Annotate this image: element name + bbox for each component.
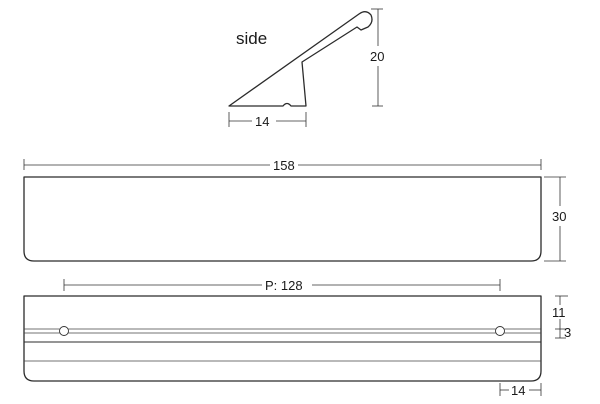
- end-offset-value: 14: [511, 383, 525, 398]
- mounting-hole-right: [495, 326, 505, 336]
- side-height-value: 20: [370, 49, 384, 64]
- bottom-view-outline: [23, 295, 542, 382]
- bottom-view: P: 128 11 3 14: [23, 278, 571, 398]
- side-width-value: 14: [255, 114, 269, 129]
- pitch-dimension: P: 128: [63, 278, 501, 293]
- groove-height-dimension: 3: [555, 325, 571, 340]
- side-profile-view: side 20 14: [228, 8, 384, 129]
- mounting-hole-left: [59, 326, 69, 336]
- pitch-value: P: 128: [265, 278, 303, 293]
- front-height-value: 30: [552, 209, 566, 224]
- side-width-dimension: 14: [228, 112, 307, 129]
- front-view-outline: [23, 176, 542, 262]
- side-view-label: side: [236, 29, 267, 48]
- front-height-dimension: 30: [544, 176, 566, 262]
- front-view: 158 30: [23, 158, 566, 262]
- end-offset-dimension: 14: [499, 383, 542, 398]
- groove-height-value: 3: [564, 325, 571, 340]
- side-profile-outline: [228, 11, 373, 107]
- hole-offset-value: 11: [552, 305, 566, 320]
- hole-offset-dimension: 11: [552, 295, 568, 329]
- total-length-dimension: 158: [23, 158, 542, 173]
- side-height-dimension: 20: [370, 8, 384, 107]
- total-length-value: 158: [273, 158, 295, 173]
